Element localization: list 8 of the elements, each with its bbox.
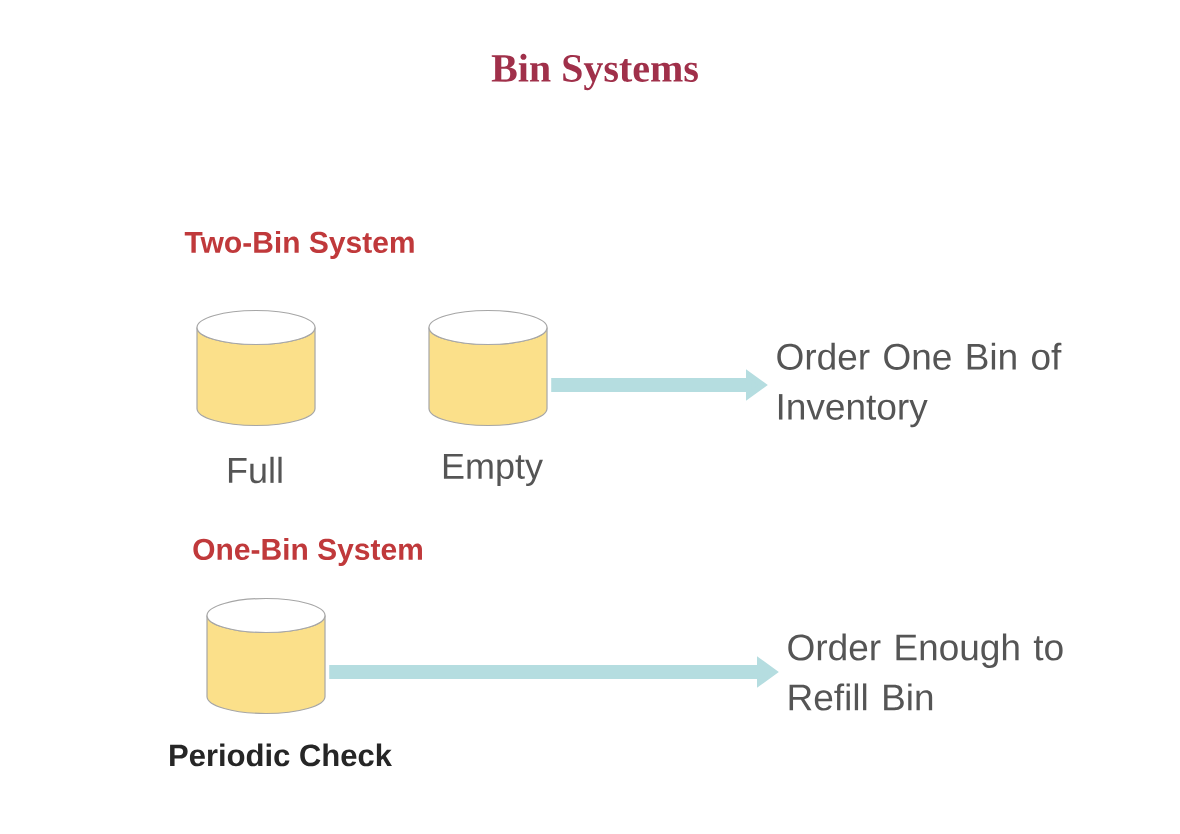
result-text: Order One Bin of Inventory <box>777 342 1062 428</box>
bin-caption: Periodic Check <box>170 743 392 767</box>
bin-caption: Full <box>228 456 282 484</box>
result-text: Order Enough to Refill Bin <box>788 633 1063 711</box>
section-heading: One-Bin System <box>193 538 422 566</box>
section-heading: Two-Bin System <box>184 231 414 259</box>
title: Bin Systems <box>491 53 698 91</box>
bin-caption: Empty <box>443 453 543 487</box>
